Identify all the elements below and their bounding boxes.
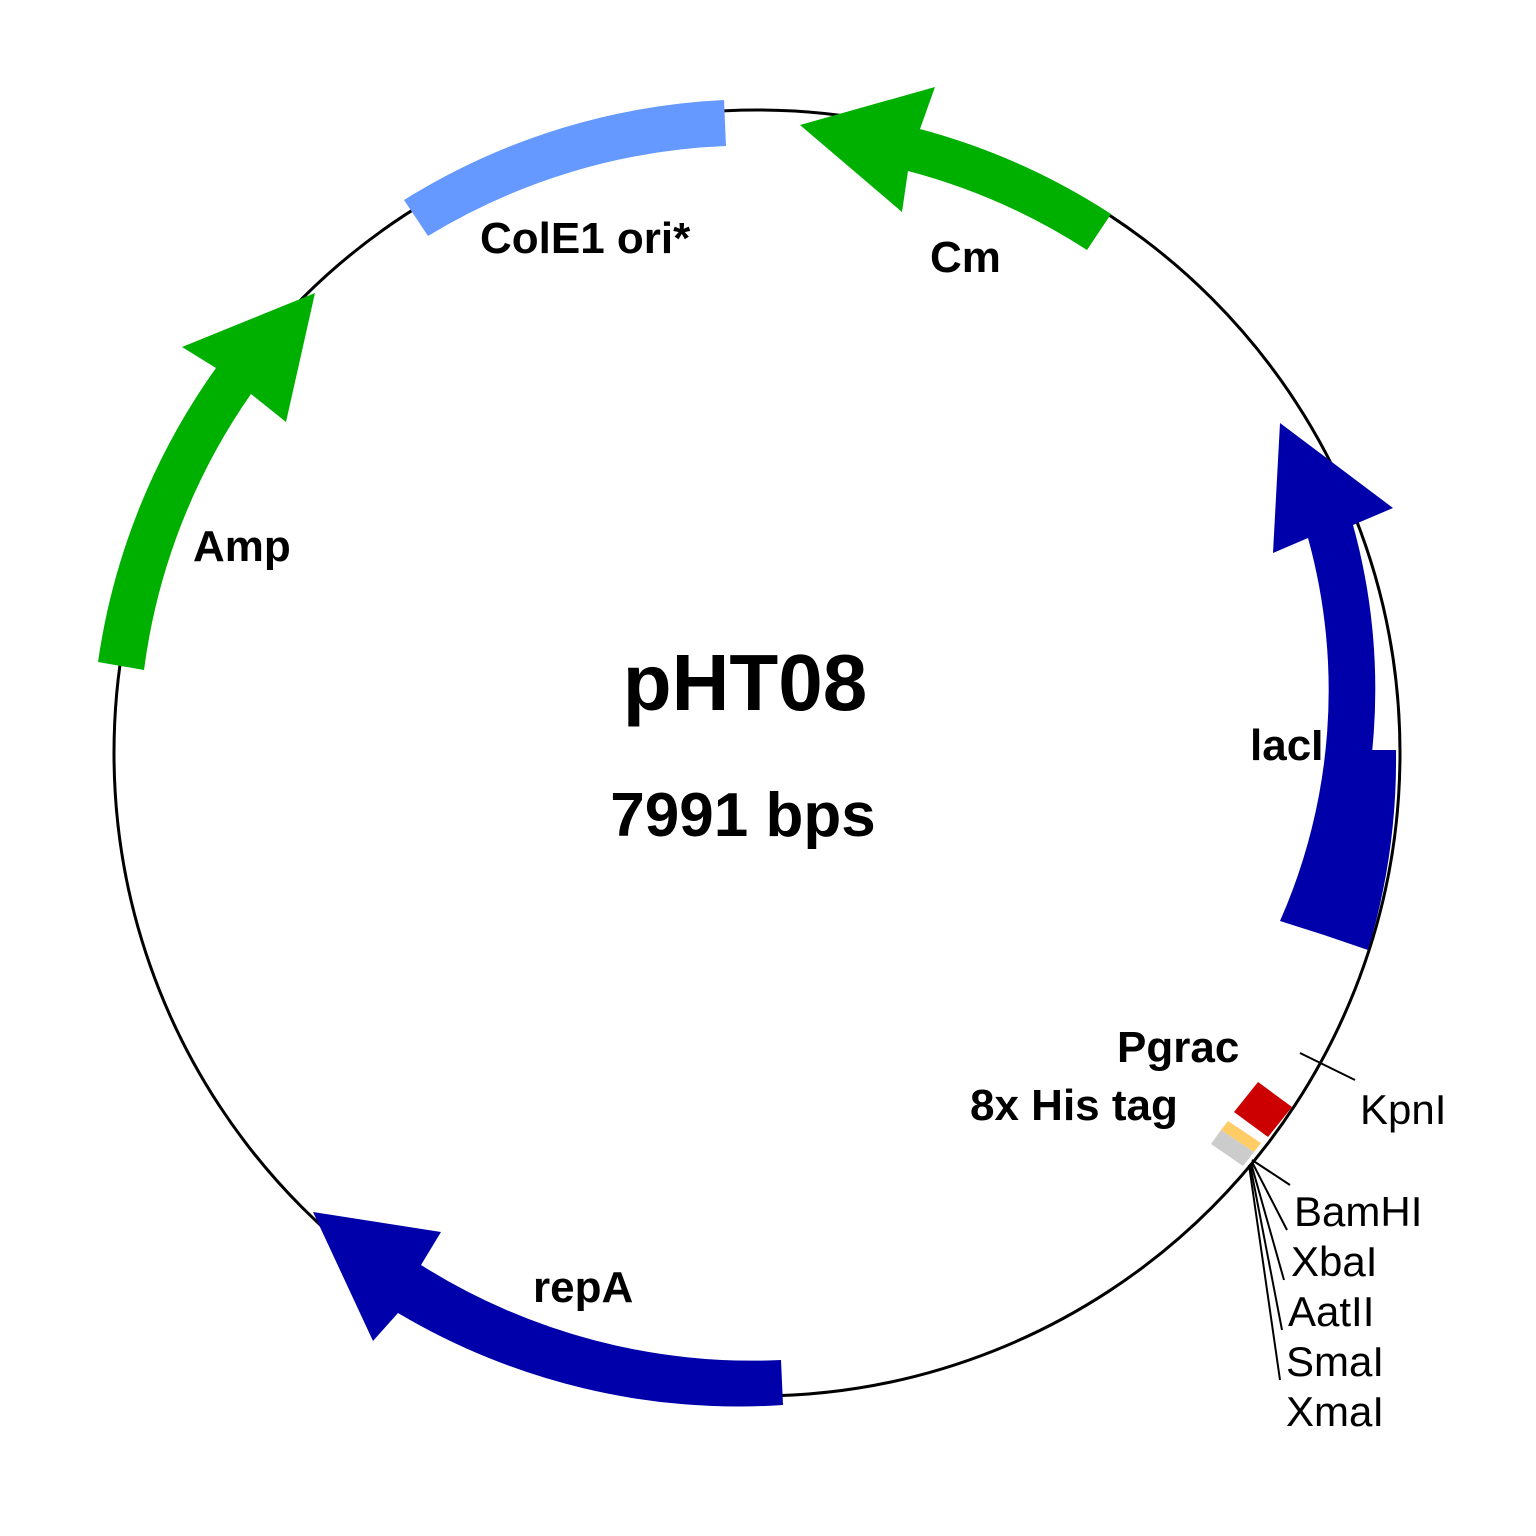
site-bamhi-leader — [1251, 1159, 1291, 1186]
site-kpni-leader — [1299, 1052, 1356, 1081]
feature-pgrac-label: Pgrac — [1117, 1023, 1239, 1072]
feature-cole1-origin — [404, 100, 726, 236]
feature-pgrac-block — [1234, 1082, 1292, 1137]
feature-laci-label: lacI — [1250, 721, 1323, 770]
feature-repa-arrow — [313, 1212, 783, 1407]
site-kpni-label: KpnI — [1360, 1086, 1446, 1133]
site-xbai-label: XbaI — [1291, 1238, 1377, 1285]
plasmid-name: pHT08 — [623, 638, 868, 727]
feature-laci-arrow — [1273, 423, 1397, 950]
feature-linker-block — [1211, 1130, 1254, 1166]
feature-amp-label: Amp — [193, 522, 291, 571]
feature-his-tag-label: 8x His tag — [970, 1081, 1178, 1130]
site-xmai-label: XmaI — [1286, 1388, 1384, 1435]
feature-repa-label: repA — [533, 1263, 633, 1312]
site-xmai-leader — [1248, 1164, 1281, 1381]
feature-his-tag-block — [1221, 1121, 1261, 1152]
site-smai-leader — [1249, 1163, 1283, 1331]
site-xbai-leader — [1251, 1161, 1288, 1231]
site-aatii-label: AatII — [1288, 1288, 1374, 1335]
feature-cole1-label: ColE1 ori* — [480, 214, 691, 263]
site-bamhi-label: BamHI — [1294, 1188, 1422, 1235]
feature-cm-label: Cm — [930, 233, 1001, 282]
feature-cm-arrow — [800, 87, 1111, 250]
site-aatii-leader — [1250, 1162, 1285, 1281]
plasmid-size: 7991 bps — [610, 781, 875, 850]
site-smai-label: SmaI — [1286, 1338, 1384, 1385]
feature-amp-arrow — [98, 293, 315, 670]
